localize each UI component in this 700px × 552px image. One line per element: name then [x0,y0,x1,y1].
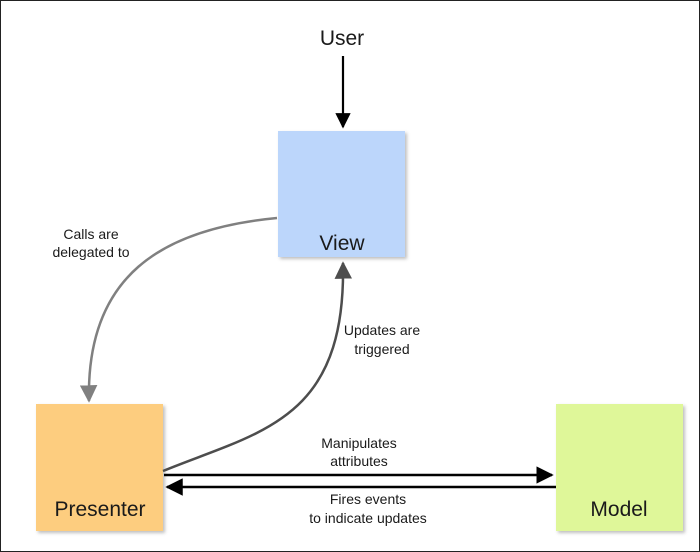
presenter-box [36,404,163,531]
delegation-label-line2: delegated to [52,244,129,260]
delegation-label-line1: Calls are [63,226,118,242]
view-label: View [319,232,365,255]
presenter-label: Presenter [54,498,145,521]
delegation-arrow [79,216,278,403]
events-label-line2: to indicate updates [309,510,427,526]
updates-arrow [162,261,353,473]
events-label-line1: Fires events [330,491,406,507]
manipulates-label-line1: Manipulates [321,435,397,451]
updates-label-line2: triggered [354,341,409,357]
user-label: User [320,27,364,50]
manipulates-label-line2: attributes [330,453,388,469]
updates-label-line1: Updates are [344,322,420,338]
model-label: Model [590,498,647,521]
view-box [278,131,405,257]
model-box [556,404,683,531]
